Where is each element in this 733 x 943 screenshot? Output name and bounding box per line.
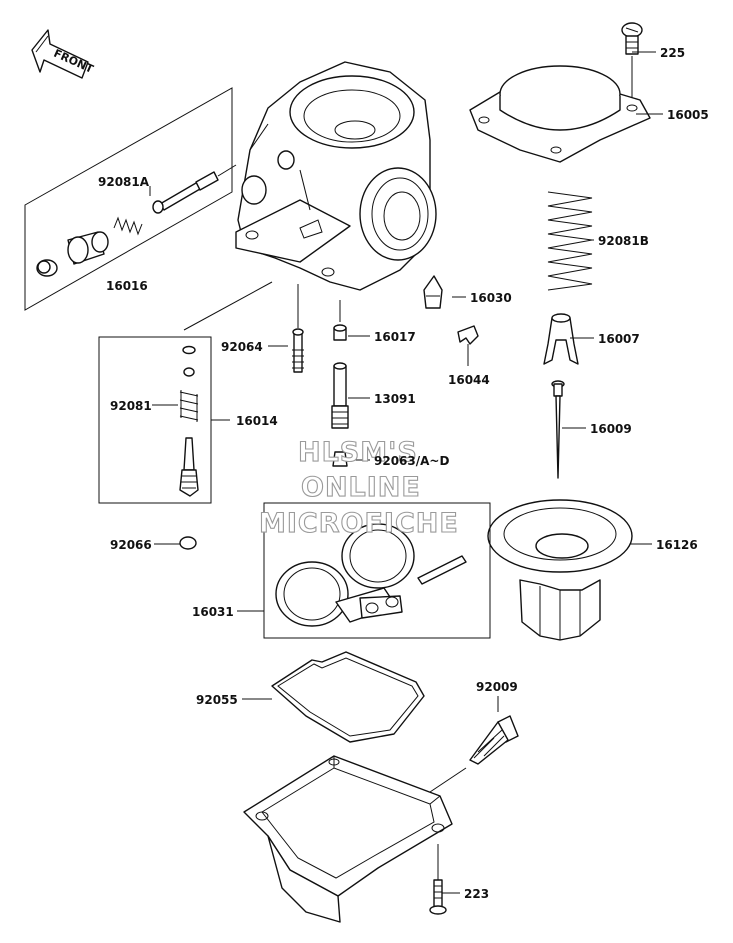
- label-92063: 92063/A~D: [374, 454, 449, 468]
- screw-225: [621, 22, 643, 100]
- slide-16126: [487, 499, 633, 641]
- leader-lines: [149, 51, 663, 894]
- air-screw-parts: [36, 164, 237, 277]
- front-arrow: FRONT: [31, 29, 96, 79]
- screw-92009: [423, 715, 519, 797]
- screw-223: [429, 844, 447, 915]
- jet-92064: [292, 284, 304, 373]
- label-16044: 16044: [448, 373, 490, 387]
- clip-16044: [457, 325, 479, 366]
- label-16017: 16017: [374, 330, 416, 344]
- label-92055: 92055: [196, 693, 238, 707]
- label-16014: 16014: [236, 414, 278, 428]
- watermark-line-1: HLSM'S: [298, 437, 418, 468]
- carburetor-body: [235, 61, 437, 291]
- label-16016: 16016: [106, 279, 148, 293]
- label-92009: 92009: [476, 680, 518, 694]
- top-cover-16005: [469, 65, 651, 163]
- main-jet-92063: [332, 451, 348, 467]
- label-92081a: 92081A: [98, 175, 150, 189]
- label-16007: 16007: [598, 332, 640, 346]
- watermark-line-3: MICROFICHE: [259, 508, 459, 539]
- small-parts: [179, 536, 197, 550]
- label-225: 225: [660, 46, 685, 60]
- float-bowl: [243, 755, 453, 923]
- label-92081: 92081: [110, 399, 152, 413]
- label-16030: 16030: [470, 291, 512, 305]
- float-group-box: [263, 502, 491, 639]
- needle-jet-13091: [331, 362, 349, 429]
- needle-16009: [551, 380, 565, 479]
- gasket-92055: [271, 651, 425, 743]
- label-16009: 16009: [590, 422, 632, 436]
- float-16031: [275, 523, 467, 627]
- jet-16017: [333, 300, 347, 341]
- label-16126: 16126: [656, 538, 698, 552]
- label-13091: 13091: [374, 392, 416, 406]
- label-223: 223: [464, 887, 489, 901]
- part-labels: 225 16005 92081B 16030 16007 16044 16009…: [98, 46, 709, 901]
- watermark: HLSM'S ONLINE MICROFICHE: [258, 436, 459, 539]
- label-92081b: 92081B: [598, 234, 649, 248]
- pilot-screw-parts: [179, 345, 199, 497]
- float-valve-16030: [423, 275, 443, 309]
- watermark-line-2: ONLINE: [301, 472, 421, 503]
- label-92064: 92064: [221, 340, 263, 354]
- air-screw-group-box: [24, 87, 233, 311]
- label-92066: 92066: [110, 538, 152, 552]
- spring-92081b: [547, 191, 593, 291]
- holder-16007: [543, 313, 579, 365]
- label-16031: 16031: [192, 605, 234, 619]
- label-16005: 16005: [667, 108, 709, 122]
